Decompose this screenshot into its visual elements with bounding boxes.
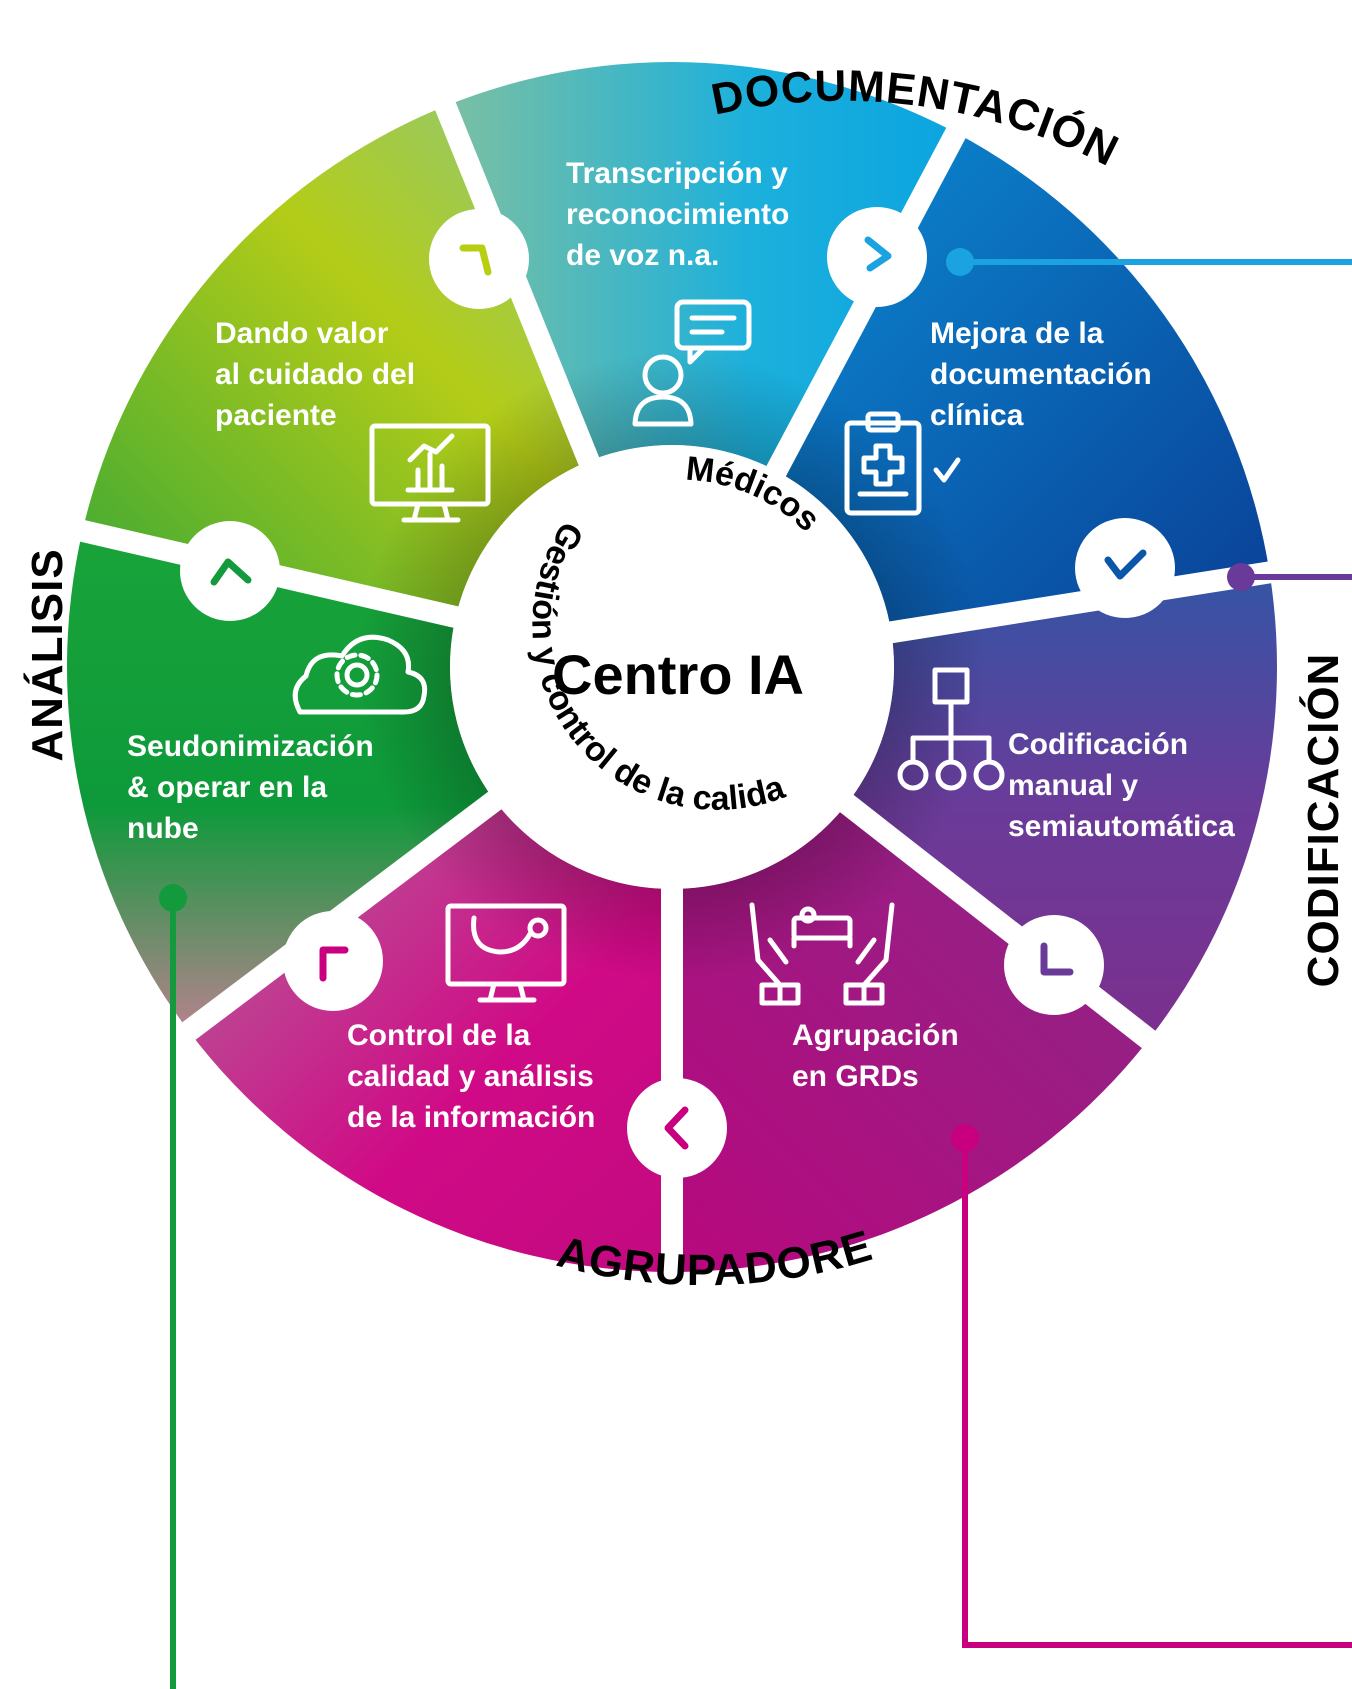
segment-text-codificacion: Codificación manual y semiautomática bbox=[1008, 728, 1235, 843]
segment-text-dando-valor: Dando valor al cuidado del paciente bbox=[215, 317, 423, 432]
hierarchy-icon bbox=[897, 667, 1005, 791]
outer-label-codificacion: CODIFICACIÓN bbox=[1298, 653, 1348, 988]
monitor-stethoscope-icon bbox=[445, 903, 567, 1003]
center-hub: Centro IA bbox=[450, 445, 894, 889]
divider-line bbox=[836, 791, 1164, 1055]
chevron-badge-icon bbox=[627, 1078, 727, 1178]
hands-bed-icon bbox=[749, 902, 895, 1006]
connector-lines bbox=[159, 248, 1352, 1689]
codificacion-connector bbox=[1227, 563, 1352, 591]
monitor-chart-icon bbox=[369, 423, 491, 523]
segment-text-control-calidad: Control de la calidad y análisis de la i… bbox=[347, 1019, 602, 1134]
divider-line bbox=[884, 559, 1282, 644]
chevron-badge-icon bbox=[283, 911, 383, 1011]
chat-user-icon bbox=[632, 299, 752, 427]
outer-label-analisis: ANÁLISIS bbox=[22, 548, 72, 761]
chevron-badge-icon bbox=[1004, 915, 1104, 1015]
chevron-badge-icon bbox=[827, 207, 927, 307]
chevron-badge-icon bbox=[429, 209, 529, 309]
chevron-badge-icon bbox=[1075, 518, 1175, 618]
center-title: Centro IA bbox=[552, 643, 804, 706]
cloud-gear-icon bbox=[292, 634, 428, 715]
chevron-badge-icon bbox=[180, 521, 280, 621]
documentacion-connector bbox=[946, 248, 1352, 276]
segment-text-mejora-documentacion: Mejora de la documentación clínica bbox=[930, 317, 1160, 432]
clipboard-check-icon bbox=[844, 411, 961, 516]
agrupadores-connector bbox=[951, 1124, 1352, 1648]
segment-text-transcripcion: Transcripción y reconocimiento de voz n.… bbox=[566, 157, 798, 272]
badges bbox=[180, 207, 1175, 1178]
segment-text-agrupacion: Agrupación en GRDs bbox=[792, 1019, 967, 1093]
analisis-connector bbox=[159, 884, 187, 1689]
segment-text-seudonimizacion: Seudonimización & operar en la nube bbox=[127, 730, 382, 845]
